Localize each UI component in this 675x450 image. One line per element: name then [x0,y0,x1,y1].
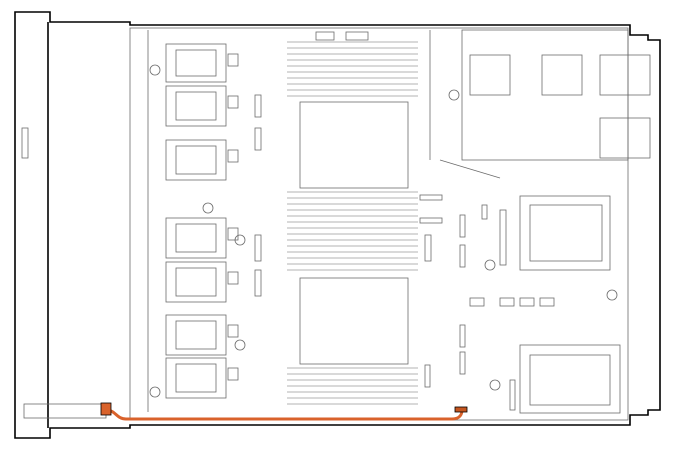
connector [254,127,262,151]
fan-connector [227,53,239,67]
front-panel-tray [23,403,107,419]
connector [499,209,507,266]
psu-connector-1 [599,54,651,96]
fan-rotor-housing [175,267,217,297]
standoff-screw [234,234,246,246]
fan-rotor-housing [175,363,217,393]
standoff-screw [202,202,214,214]
connector [419,217,443,224]
connector [469,297,485,307]
fan-array [165,43,239,399]
processor-2-heatsink [299,277,409,365]
connector [424,364,431,388]
fan-connector [227,324,239,338]
riser-slot-1-inner [529,204,603,262]
dimm-slots [287,41,418,405]
standoff-screw [234,339,246,351]
fan-rotor-housing [175,91,217,121]
front-bezel-latch [21,127,29,159]
connector [419,194,443,201]
standoff-screw [448,89,460,101]
cable-connector-front [100,402,112,416]
connector [345,31,369,41]
standoff-screw [606,289,618,301]
standoff-screw [149,386,161,398]
fan-rotor-housing [175,145,217,175]
connector [519,297,535,307]
fan-rotor-housing [175,320,217,350]
connector [459,214,466,238]
processor-1-heatsink [299,101,409,189]
board-connectors [149,31,618,411]
connector [254,269,262,297]
riser-slot-1 [519,195,611,271]
fan-rotor-housing [175,49,217,77]
connector [254,94,262,118]
connector [424,234,432,262]
fan-connector [227,271,239,285]
connector [481,204,488,220]
psu-connector-2 [599,117,651,159]
fan-connector [227,95,239,109]
fan-connector [227,227,239,241]
fan-connector [227,367,239,381]
standoff-screw [484,259,496,271]
standoff-screw [489,379,501,391]
riser-slot-2 [519,344,621,414]
board-line [439,159,501,179]
chip-b [541,54,583,96]
fan-connector [227,149,239,163]
fan-rotor-housing [175,223,217,253]
chip-a [469,54,511,96]
connector [539,297,555,307]
connector [315,31,335,41]
connector [459,244,466,268]
cable [105,408,464,421]
connector [509,379,516,411]
chassis-outline [14,11,661,439]
connector [459,351,466,375]
cable-connector-board [454,406,468,413]
riser-slot-2-inner [529,354,611,406]
connector [499,297,515,307]
connector [459,324,466,348]
connector [254,234,262,262]
standoff-screw [149,64,161,76]
